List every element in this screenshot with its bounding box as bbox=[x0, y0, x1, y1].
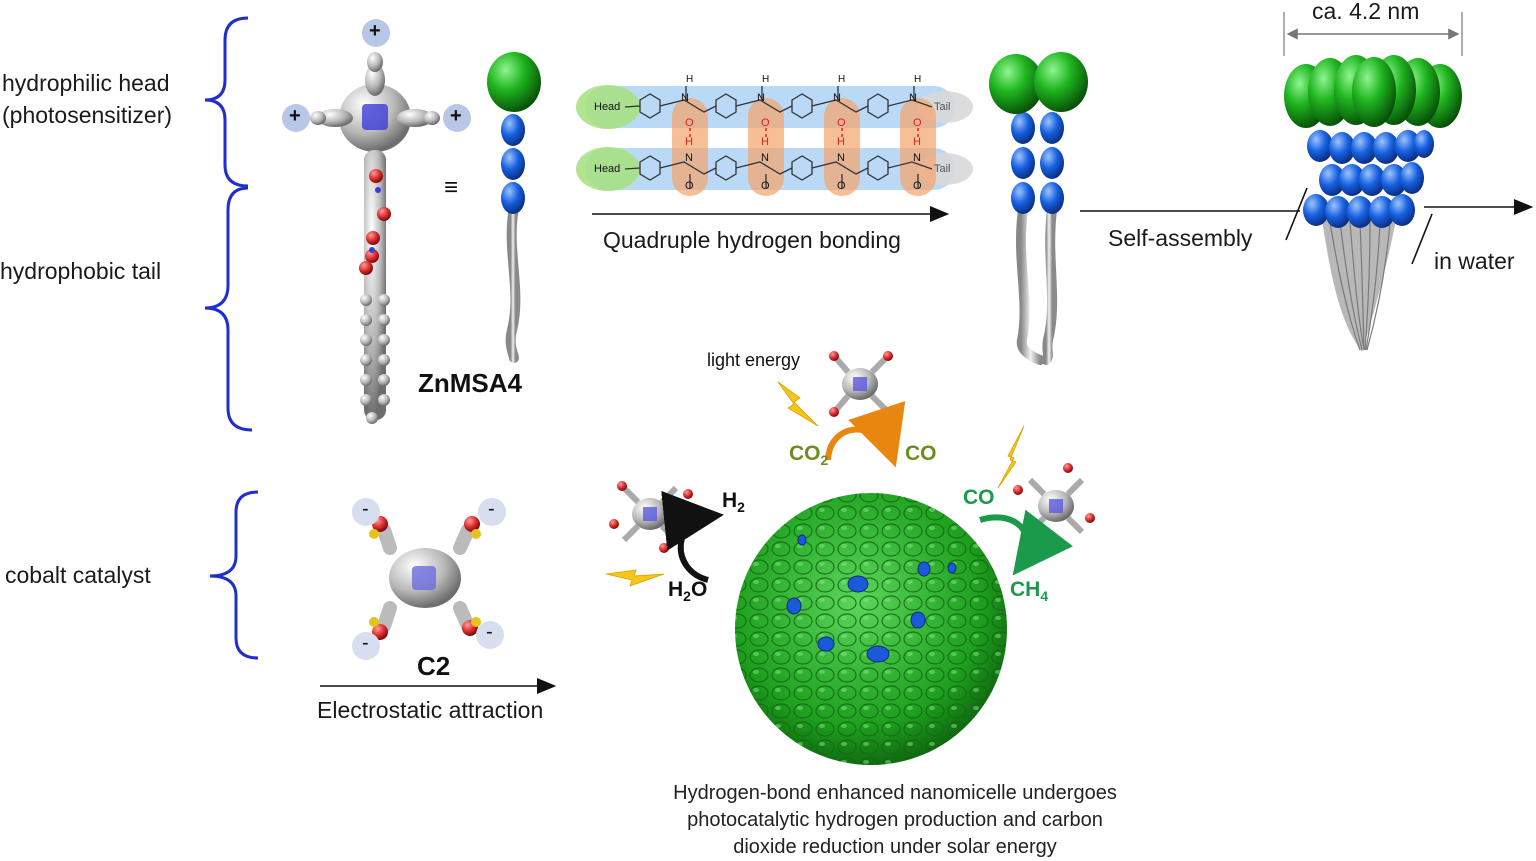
hydrophilic-head-label: hydrophilic head bbox=[2, 70, 170, 96]
electrostatic-label: Electrostatic attraction bbox=[317, 697, 544, 723]
lightning-bolt-icon bbox=[605, 381, 1025, 587]
plus-charge: + bbox=[289, 105, 301, 127]
negative-charge-icon bbox=[352, 498, 506, 660]
brace-icon bbox=[204, 16, 249, 188]
znmsa4-space-filling-model bbox=[310, 52, 440, 424]
atom-h-bond-label: H bbox=[685, 136, 693, 148]
atom-h-label: H bbox=[838, 74, 846, 85]
positive-charge-icon bbox=[282, 19, 471, 132]
dimer-cartoon bbox=[989, 52, 1088, 365]
curved-arrow-icon bbox=[979, 509, 1074, 576]
co-product-label: CO bbox=[905, 442, 937, 465]
minus-charge: - bbox=[362, 498, 369, 520]
spherical-micelle bbox=[735, 493, 1007, 765]
head-label: Head bbox=[594, 101, 621, 113]
in-water-label: in water bbox=[1434, 248, 1515, 274]
c2-space-filling-model bbox=[369, 516, 481, 640]
c2-label: C2 bbox=[417, 651, 451, 681]
caption-line: dioxide reduction under solar energy bbox=[733, 836, 1057, 858]
caption-line: photocatalytic hydrogen production and c… bbox=[687, 809, 1103, 831]
figure-caption: Hydrogen-bond enhanced nanomicelle under… bbox=[635, 780, 1155, 861]
photosensitizer-small-icon bbox=[829, 351, 893, 417]
atom-o-label: O bbox=[913, 117, 922, 129]
atom-o-label: O bbox=[837, 180, 846, 192]
hydrogen-bonding-scheme bbox=[576, 85, 973, 196]
atom-n-label: N bbox=[913, 152, 921, 164]
brace-icon bbox=[209, 490, 259, 660]
atom-h-label: H bbox=[762, 74, 770, 85]
ch4-product-label: CH4 bbox=[1010, 578, 1049, 605]
atom-n-label: N bbox=[909, 92, 917, 104]
brace-icon bbox=[204, 186, 253, 432]
curved-arrow-icon bbox=[661, 490, 724, 583]
minus-charge: - bbox=[488, 498, 495, 520]
co-reactant-label: CO bbox=[963, 486, 995, 509]
tail-label: Tail bbox=[934, 101, 951, 113]
cone-micelle bbox=[1284, 55, 1462, 352]
equivalence-sign: ≡ bbox=[444, 174, 459, 201]
atom-n-label: N bbox=[833, 92, 841, 104]
minus-charge: - bbox=[486, 621, 493, 643]
plus-charge: + bbox=[369, 20, 381, 42]
atom-o-label: O bbox=[913, 180, 922, 192]
atom-o-label: O bbox=[685, 117, 694, 129]
head-label: Head bbox=[594, 163, 621, 175]
co2-reactant-label: CO2 bbox=[789, 442, 829, 469]
atom-h-bond-label: H bbox=[837, 136, 845, 148]
amphiphile-cartoon bbox=[487, 52, 541, 363]
atom-h-bond-label: H bbox=[913, 136, 921, 148]
atom-h-label: H bbox=[686, 74, 694, 85]
quadruple-hbond-label: Quadruple hydrogen bonding bbox=[603, 227, 901, 253]
h2o-reactant-label: H2O bbox=[668, 578, 708, 605]
plus-charge: + bbox=[450, 105, 462, 127]
self-assembly-label: Self-assembly bbox=[1108, 225, 1253, 251]
znmsa4-label: ZnMSA4 bbox=[418, 368, 522, 398]
atom-o-label: O bbox=[837, 117, 846, 129]
caption-line: Hydrogen-bond enhanced nanomicelle under… bbox=[673, 782, 1117, 804]
minus-charge: - bbox=[362, 632, 369, 654]
atom-o-label: O bbox=[761, 180, 770, 192]
curved-arrow-icon bbox=[825, 400, 906, 468]
atom-n-label: N bbox=[757, 92, 765, 104]
atom-h-label: H bbox=[914, 74, 922, 85]
atom-o-label: O bbox=[685, 180, 694, 192]
atom-n-label: N bbox=[837, 152, 845, 164]
hydrophobic-tail-label: hydrophobic tail bbox=[0, 258, 162, 284]
light-energy-label: light energy bbox=[707, 350, 801, 370]
cobalt-catalyst-label: cobalt catalyst bbox=[5, 562, 151, 588]
atom-n-label: N bbox=[685, 152, 693, 164]
size-label: ca. 4.2 nm bbox=[1312, 0, 1420, 24]
atom-h-bond-label: H bbox=[761, 136, 769, 148]
photosensitizer-label: (photosensitizer) bbox=[2, 102, 173, 128]
h2-product-label: H2 bbox=[722, 489, 745, 516]
atom-o-label: O bbox=[761, 117, 770, 129]
atom-n-label: N bbox=[761, 152, 769, 164]
tail-label: Tail bbox=[934, 163, 951, 175]
atom-n-label: N bbox=[681, 92, 689, 104]
